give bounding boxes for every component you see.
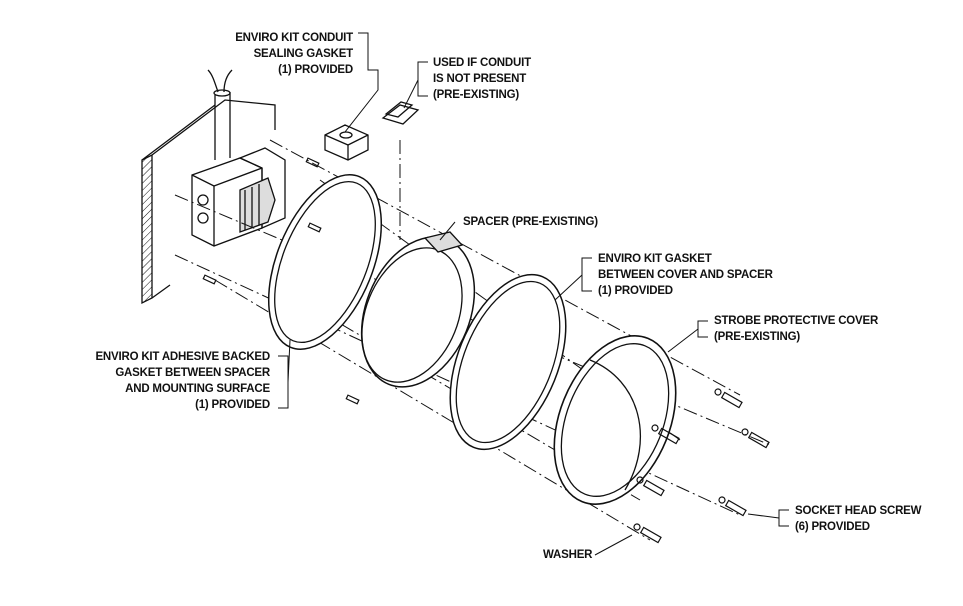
no-conduit-plug [381, 101, 420, 125]
callout-adhesive-gasket: ENVIRO KIT ADHESIVE BACKED GASKET BETWEE… [60, 349, 270, 413]
callout-line: (6) PROVIDED [795, 521, 870, 533]
callout-line: (PRE-EXISTING) [714, 331, 801, 343]
callout-socket-head-screw: SOCKET HEAD SCREW (6) PROVIDED [795, 503, 922, 535]
callout-line: STROBE PROTECTIVE COVER [714, 315, 879, 327]
callout-line: AND MOUNTING SURFACE [125, 383, 270, 395]
callout-cover-gasket: ENVIRO KIT GASKET BETWEEN COVER AND SPAC… [598, 251, 773, 299]
callout-strobe-cover: STROBE PROTECTIVE COVER (PRE-EXISTING) [714, 313, 878, 345]
callout-used-if-no-conduit: USED IF CONDUIT IS NOT PRESENT (PRE-EXIS… [433, 55, 531, 103]
cover-gasket-ring [449, 273, 567, 451]
callout-spacer: SPACER (PRE-EXISTING) [463, 214, 598, 230]
strobe-protective-cover [553, 335, 677, 505]
callout-line: IS NOT PRESENT [433, 73, 527, 85]
callout-line: BETWEEN COVER AND SPACER [598, 269, 773, 281]
callout-line: WASHER [543, 549, 593, 561]
callout-line: ENVIRO KIT CONDUIT [235, 32, 353, 44]
callout-leaders [278, 32, 789, 556]
callout-line: GASKET BETWEEN SPACER [115, 367, 270, 379]
callout-line: USED IF CONDUIT [433, 57, 531, 69]
callout-line: SOCKET HEAD SCREW [795, 505, 922, 517]
callout-line: ENVIRO KIT GASKET [598, 253, 712, 265]
callout-line: (1) PROVIDED [278, 64, 353, 76]
conduit-pipe [207, 69, 233, 160]
spacer-ring [360, 231, 476, 388]
adhesive-gasket-ring [267, 174, 383, 350]
callout-line: (1) PROVIDED [598, 285, 673, 297]
callout-line: (PRE-EXISTING) [433, 89, 520, 101]
callout-line: ENVIRO KIT ADHESIVE BACKED [95, 351, 270, 363]
callout-line: SPACER (PRE-EXISTING) [463, 216, 598, 228]
callout-conduit-sealing-gasket: ENVIRO KIT CONDUIT SEALING GASKET (1) PR… [200, 30, 353, 78]
screws-and-washers [202, 157, 770, 544]
callout-line: SEALING GASKET [253, 48, 354, 60]
mounting-wall [141, 99, 276, 305]
strobe-base-box [191, 147, 286, 247]
callout-washer: WASHER [543, 547, 592, 563]
callout-line: (1) PROVIDED [195, 399, 270, 411]
conduit-sealing-gasket [324, 124, 369, 161]
